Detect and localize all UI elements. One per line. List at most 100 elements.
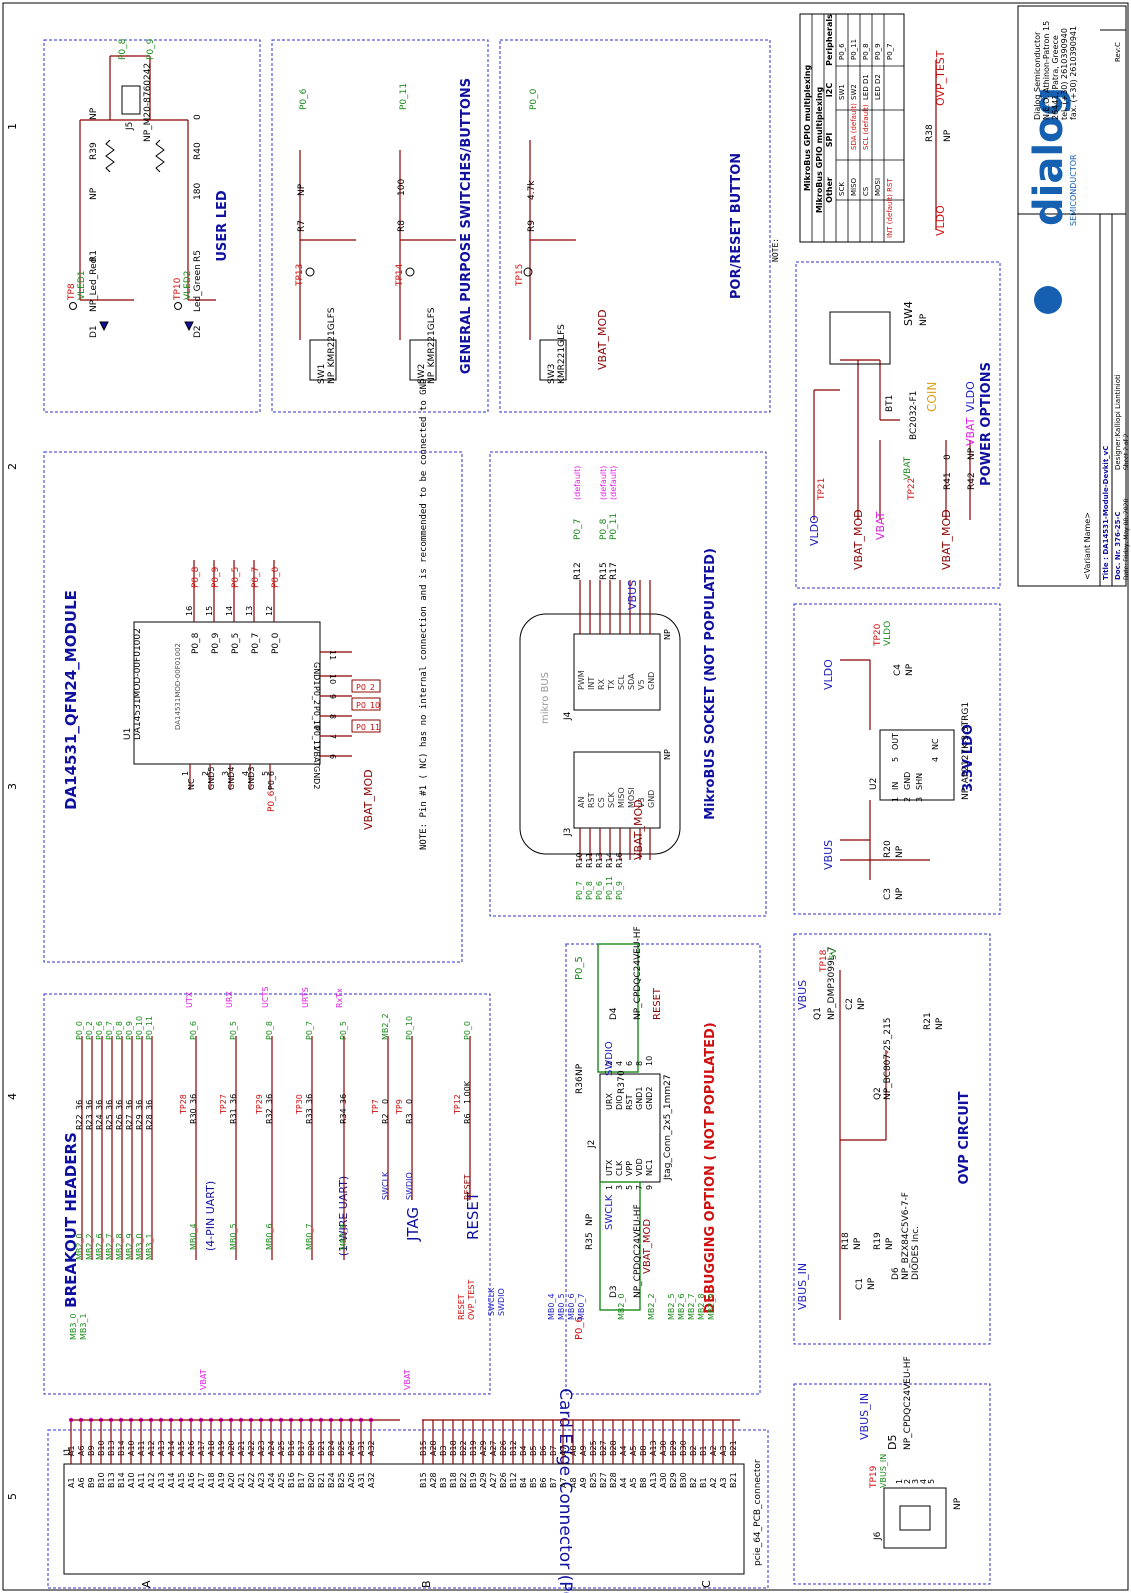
ovp-part: R18 [841, 1232, 851, 1250]
breakout-res: R24 [95, 1114, 104, 1130]
module-left-net: P0_11 [356, 723, 380, 732]
ldo-pin-num: 2 [903, 797, 912, 802]
breakout-res-val: 36 [85, 1100, 94, 1110]
jtag-tp: TP9 [395, 1099, 404, 1115]
debug-part: NP [575, 1063, 585, 1076]
doc-rev: Rev:C [1114, 42, 1122, 62]
doc-title: Title : DA14531-Module-Devkit_vC [1102, 446, 1110, 580]
ce-pin-inner: A19 [217, 1472, 226, 1488]
company-address-line: N.E.O. Athinon-Patron 15 [1042, 21, 1051, 120]
r40-val: 0 [193, 114, 203, 120]
ldo-vbus: VBUS [822, 840, 835, 870]
tp19-ref: TP19 [869, 1465, 879, 1489]
r40-ref: R40 [193, 142, 203, 160]
ce-pin-inner: B13 [107, 1472, 116, 1488]
r8-val: 100 [397, 179, 407, 196]
breakout-right-net: P0_8 [115, 1021, 124, 1040]
ldo-pin-num: 1 [891, 797, 900, 802]
company-address-line: 26441, Patra, Greece [1051, 35, 1060, 120]
module-pin-num: 9 [328, 694, 337, 699]
border-row-label: 5 [6, 1493, 19, 1500]
title-ovp: OVP CIRCUIT [957, 1091, 972, 1184]
sw4-val: NP [919, 313, 929, 326]
uart4-func: URX [225, 991, 234, 1008]
j2-pin-left: CLK [615, 1160, 624, 1176]
title-block: dialog SEMICONDUCTOR Dialog Semiconducto… [1017, 5, 1130, 587]
jtag-right: MB2_2 [381, 1013, 390, 1040]
power-options-schematic: SW4 NP BT1 BC2032-F1 COIN TP21 TP22 R41 … [808, 301, 977, 570]
dialog-logo-icon [1034, 286, 1062, 314]
uart4-res: R31 [229, 1108, 238, 1124]
module-pin-name: P0_7 [251, 633, 261, 654]
mux-cell: SCK [838, 182, 846, 196]
c3-val: NP [895, 887, 905, 900]
j2-pin-right: GND1 [635, 1087, 644, 1110]
debugging-schematic: UTXURX12CLKDIO34VPPRST56VDDGND178NC1GND2… [574, 926, 673, 1340]
ldo-vldo: VLDO [822, 659, 835, 690]
breakout-left-net: MB3_1 [145, 1233, 154, 1260]
ce-net: MB0_4 [547, 1293, 556, 1320]
ce-pin-inner: A7 [559, 1477, 568, 1488]
module-net-box [351, 697, 381, 711]
jtag-net: SWDIO [405, 1172, 414, 1200]
j3-pin: RST [587, 792, 596, 808]
ce-pin-inner: B10 [97, 1472, 106, 1488]
module-pin-name: P0_9 [211, 632, 221, 654]
uart4-func: UCTS [261, 987, 270, 1008]
ce-pin-inner: B4 [519, 1477, 528, 1488]
uart4-tp: TP27 [219, 1094, 228, 1115]
ovp-part: NP_DMP3099L-7 [827, 946, 837, 1020]
border-row-label: 4 [6, 1093, 19, 1100]
ce-pin-inner: B19 [469, 1472, 478, 1488]
bt1-ref: BT1 [885, 395, 895, 412]
module-pin-num: 8 [328, 714, 337, 719]
ce-pin-inner: A28 [429, 1472, 438, 1488]
j2-pin-left: NC1 [645, 1159, 654, 1176]
r7-val: NP [297, 183, 307, 196]
uart4-func: UTX [185, 991, 194, 1008]
box-user-led [43, 39, 261, 413]
sw3-ref: SW3 [547, 364, 557, 384]
debug-part: 0 [617, 1070, 627, 1076]
mb-right-res: R12 [573, 562, 583, 580]
sw2-part: NP_KMR221GLFS [427, 307, 437, 384]
ovp-part: C2 [845, 998, 855, 1010]
ce-pin-inner: A18 [207, 1472, 216, 1488]
module-net-box [351, 719, 381, 733]
mb-left-res: R10 [575, 852, 584, 868]
mb-right-net: P0_11 [609, 513, 619, 540]
usb-vbus-in-tp: VBUS_IN [879, 1454, 888, 1488]
debug-part: R36 [575, 1076, 585, 1094]
ce-net: MB2_8 [697, 1293, 706, 1320]
debug-part: NP_CPDQC24VEU-HF [633, 926, 643, 1020]
debug-part: D3 [609, 1285, 619, 1298]
uart4-left: MB0_7 [305, 1223, 314, 1250]
j6-np: NP [953, 1497, 963, 1510]
module-net: P0_0 [271, 566, 281, 588]
mb-left-net: P0_6 [595, 881, 604, 900]
module-net: P0_9 [211, 566, 221, 588]
box-usb [793, 1383, 991, 1585]
d1-ref: D1 [89, 325, 99, 338]
jtag-tp: TP7 [371, 1099, 380, 1115]
mb-left-net: P0_11 [605, 876, 614, 900]
ldo-pin-name: SHN [915, 773, 924, 790]
breakout-res: R27 [125, 1114, 134, 1130]
ldo-pin-name: NC [931, 738, 940, 750]
ldo-pin-num: 3 [915, 797, 924, 802]
breakout-left-net: MB2_9 [125, 1233, 134, 1260]
r39-val: NP [89, 107, 99, 120]
u1-part: DA14531MOD-00F01002 [133, 628, 143, 740]
j1-part: pcie_64_PCB_connector [753, 1459, 763, 1566]
tp21-ref: TP21 [817, 478, 827, 501]
border-col-label: C [700, 1580, 713, 1588]
por-reset-schematic: SW3 KMR221GLFS R9 4.7k TP15 P0_0 VBAT_MO… [515, 88, 609, 384]
doc-sheet: Sheet 2 of 2 [1123, 433, 1130, 470]
j4-pin: SCL [617, 674, 626, 690]
j4-ref: J4 [563, 711, 573, 721]
tp20-ref: TP20 [873, 623, 883, 647]
ce-pin-inner: B29 [669, 1472, 678, 1488]
ce-pin-inner: A31 [357, 1472, 366, 1488]
mb-left-res: R16 [615, 852, 624, 868]
mux-h-spi: SPI [825, 133, 834, 148]
